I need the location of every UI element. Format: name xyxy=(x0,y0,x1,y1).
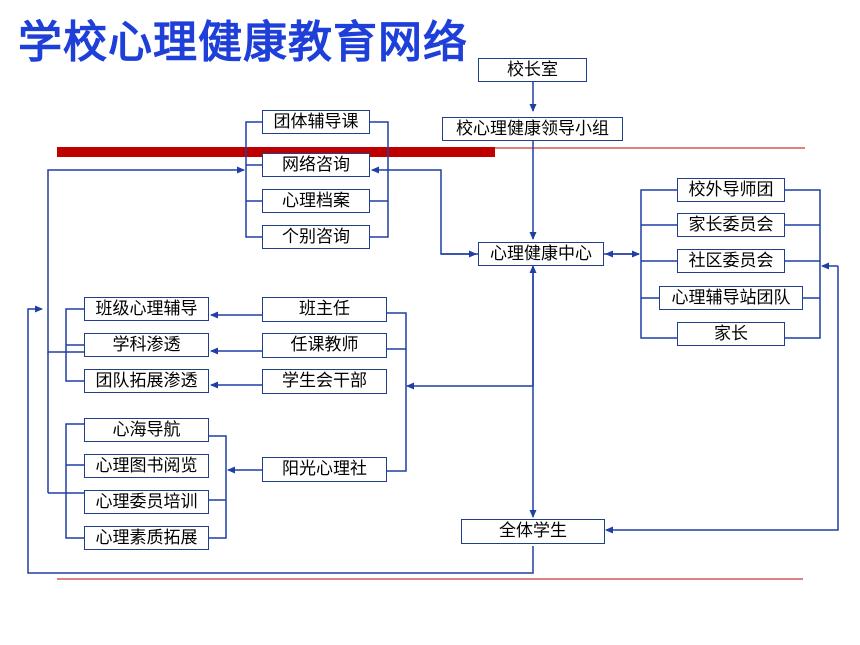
leadership-group-box: 校心理健康领导小组 xyxy=(442,117,623,141)
online-consult-box: 网络咨询 xyxy=(262,153,370,177)
bracket-services-right xyxy=(370,121,389,238)
group-counseling-box: 团体辅导课 xyxy=(262,110,370,134)
external-mentors-box: 校外导师团 xyxy=(677,178,785,202)
bracket-activities-b xyxy=(65,423,84,539)
page-title: 学校心理健康教育网络 xyxy=(18,17,468,68)
wire-family-to-students xyxy=(605,266,839,534)
all-students-box: 全体学生 xyxy=(461,519,605,544)
bracket-activities-a xyxy=(65,308,84,382)
principal-office-box: 校长室 xyxy=(478,58,587,82)
student-union-box: 学生会干部 xyxy=(262,369,387,394)
individual-consult-box: 个别咨询 xyxy=(262,225,370,249)
quality-expansion-box: 心理素质拓展 xyxy=(84,526,209,550)
wire-left-spine xyxy=(47,166,245,353)
sunshine-club-box: 阳光心理社 xyxy=(262,457,387,482)
wire-outer-loop xyxy=(27,305,534,574)
parent-committee-box: 家长委员会 xyxy=(677,213,785,237)
bracket-family-right xyxy=(785,189,821,339)
team-expansion-box: 团队拓展渗透 xyxy=(84,369,209,393)
subject-teacher-box: 任课教师 xyxy=(262,333,387,358)
parents-box: 家长 xyxy=(677,322,785,346)
counseling-station-box: 心理辅导站团队 xyxy=(659,286,803,310)
bracket-activities-c xyxy=(209,435,227,539)
class-counseling-box: 班级心理辅导 xyxy=(84,297,209,321)
bracket-services-left xyxy=(245,121,262,238)
sea-navigation-box: 心海导航 xyxy=(84,418,209,442)
class-teacher-box: 班主任 xyxy=(262,297,387,322)
psych-records-box: 心理档案 xyxy=(262,189,370,213)
book-reading-box: 心理图书阅览 xyxy=(84,454,209,478)
red-accent-bar xyxy=(57,147,495,157)
bracket-family-left xyxy=(640,189,677,339)
bracket-staff-right xyxy=(387,312,407,472)
subject-infiltration-box: 学科渗透 xyxy=(84,333,209,357)
community-committee-box: 社区委员会 xyxy=(677,249,785,273)
wire-center-to-services xyxy=(388,169,478,255)
committee-training-box: 心理委员培训 xyxy=(84,490,209,514)
health-center-box: 心理健康中心 xyxy=(478,242,604,266)
